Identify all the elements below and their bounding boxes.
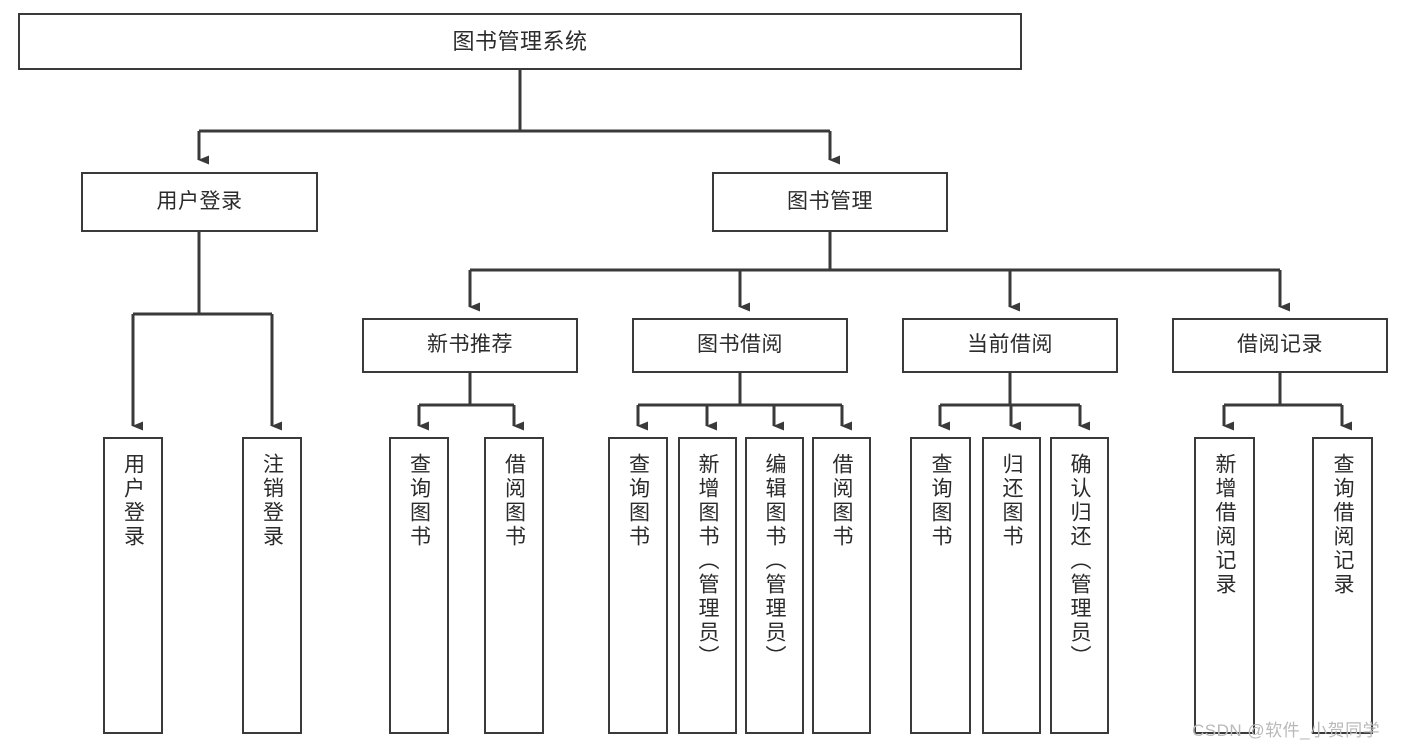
node-leaf-add-borrow-record-label: 新增借阅记录 xyxy=(1213,453,1236,597)
node-leaf-confirm-return-admin[interactable]: 确认归还（管理员） xyxy=(1050,437,1109,734)
node-current-borrow[interactable]: 当前借阅 xyxy=(902,318,1118,373)
node-leaf-query-book-2-label: 查询图书 xyxy=(626,453,650,549)
node-leaf-logout-login[interactable]: 注销登录 xyxy=(242,437,302,734)
node-leaf-logout-login-label: 注销登录 xyxy=(260,453,284,549)
node-current-borrow-label: 当前借阅 xyxy=(967,333,1053,357)
node-leaf-query-book-3[interactable]: 查询图书 xyxy=(910,437,971,734)
node-leaf-add-borrow-record[interactable]: 新增借阅记录 xyxy=(1194,437,1255,734)
node-leaf-return-book-label: 归还图书 xyxy=(1000,453,1023,549)
node-book-borrow[interactable]: 图书借阅 xyxy=(632,318,848,373)
node-book-management-label: 图书管理 xyxy=(787,189,873,213)
node-root[interactable]: 图书管理系统 xyxy=(18,13,1022,70)
node-book-borrow-label: 图书借阅 xyxy=(697,333,783,357)
node-root-label: 图书管理系统 xyxy=(452,28,588,54)
node-leaf-confirm-return-admin-label: 确认归还（管理员） xyxy=(1068,453,1091,669)
node-leaf-query-borrow-record[interactable]: 查询借阅记录 xyxy=(1312,437,1373,734)
node-new-book-recommend[interactable]: 新书推荐 xyxy=(362,318,578,373)
node-leaf-query-book-3-label: 查询图书 xyxy=(929,453,952,549)
node-leaf-edit-book-admin-label: 编辑图书（管理员） xyxy=(763,453,786,669)
node-new-book-recommend-label: 新书推荐 xyxy=(427,333,513,357)
node-user-login[interactable]: 用户登录 xyxy=(81,172,318,232)
node-leaf-borrow-book-1-label: 借阅图书 xyxy=(502,453,526,549)
node-leaf-borrow-book-1[interactable]: 借阅图书 xyxy=(484,437,544,734)
csdn-watermark: CSDN @软件_小贺同学 xyxy=(1192,721,1381,740)
node-leaf-query-book-1[interactable]: 查询图书 xyxy=(389,437,449,734)
node-leaf-add-book-admin[interactable]: 新增图书（管理员） xyxy=(678,437,737,734)
node-leaf-user-login-label: 用户登录 xyxy=(121,453,145,549)
node-book-management[interactable]: 图书管理 xyxy=(712,172,948,232)
node-leaf-query-book-2[interactable]: 查询图书 xyxy=(608,437,668,734)
node-leaf-borrow-book-2[interactable]: 借阅图书 xyxy=(812,437,871,734)
node-user-login-label: 用户登录 xyxy=(156,189,243,213)
node-borrow-record[interactable]: 借阅记录 xyxy=(1172,318,1388,373)
node-borrow-record-label: 借阅记录 xyxy=(1237,333,1323,357)
node-leaf-return-book[interactable]: 归还图书 xyxy=(982,437,1041,734)
node-leaf-query-book-1-label: 查询图书 xyxy=(407,453,431,549)
node-leaf-add-book-admin-label: 新增图书（管理员） xyxy=(696,453,719,669)
node-leaf-borrow-book-2-label: 借阅图书 xyxy=(830,453,853,549)
node-leaf-user-login[interactable]: 用户登录 xyxy=(103,437,163,734)
node-leaf-edit-book-admin[interactable]: 编辑图书（管理员） xyxy=(745,437,804,734)
node-leaf-query-borrow-record-label: 查询借阅记录 xyxy=(1331,453,1354,597)
